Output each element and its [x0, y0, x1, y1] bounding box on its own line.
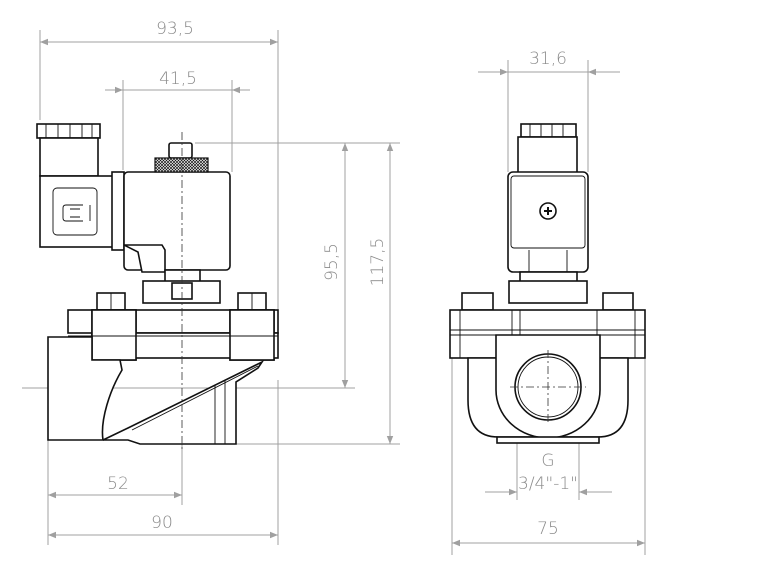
side-valve-body — [36, 123, 279, 450]
outlet-body — [102, 359, 265, 445]
dimension-label: 75 — [537, 519, 559, 539]
dimension-52: 52 — [48, 474, 182, 499]
dimension-label: 31,6 — [529, 49, 567, 69]
front-view: 31,6 75 G 3/4"-1" — [449, 49, 646, 555]
front-extension-lines — [451, 60, 646, 555]
manual-override-stem — [168, 142, 193, 159]
bolt — [461, 292, 494, 311]
dimension-90: 90 — [48, 513, 278, 539]
solenoid-coil-front — [507, 171, 589, 273]
dimension-label: 90 — [151, 513, 173, 533]
dimension-93-5: 93,5 — [40, 19, 278, 46]
ci-logo-plate — [52, 187, 98, 236]
dimension-label: 117,5 — [368, 238, 388, 287]
dimension-label: 52 — [107, 474, 129, 494]
dimension-41-5: 41,5 — [105, 69, 250, 94]
port-thread-label: G — [541, 451, 554, 471]
dimension-label: 41,5 — [159, 69, 197, 89]
dimension-label: 95,5 — [322, 243, 342, 281]
connector-block — [39, 175, 115, 248]
dimension-port-size: G 3/4"-1" — [485, 451, 612, 496]
dimension-75: 75 — [452, 519, 645, 547]
bolt — [602, 292, 634, 311]
dimension-31-6: 31,6 — [478, 49, 620, 76]
dimension-117-5: 117,5 — [368, 143, 394, 444]
dimension-label: 93,5 — [156, 19, 194, 39]
side-view: 93,5 41,5 95,5 117,5 52 90 — [22, 19, 400, 545]
front-valve-body — [449, 123, 646, 444]
dimension-95-5: 95,5 — [322, 143, 349, 388]
knurled-nut — [154, 157, 209, 173]
port-size-label: 3/4"-1" — [518, 474, 578, 494]
screw-icon — [539, 202, 557, 220]
